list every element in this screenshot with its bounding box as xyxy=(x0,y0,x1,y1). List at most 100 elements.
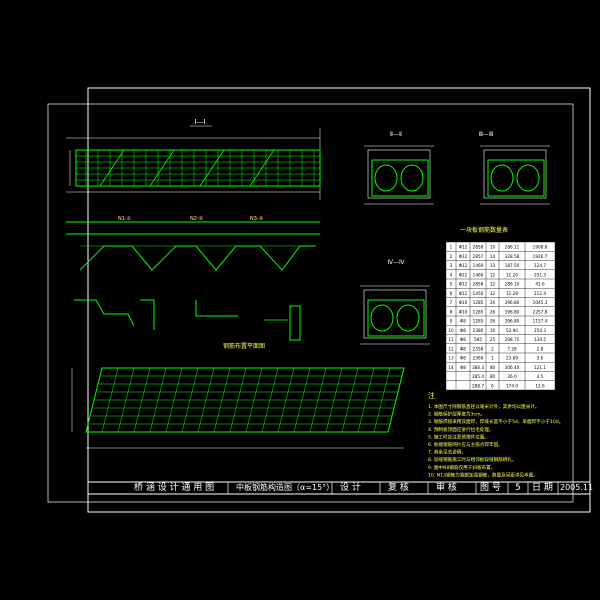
inner-frame xyxy=(47,103,574,503)
table-cell: Φ8 xyxy=(460,337,466,342)
table-cell: 286.10 xyxy=(505,282,520,287)
table-cell: Φ8 xyxy=(460,356,466,361)
title-date: 2005.11 xyxy=(560,483,594,492)
table-cell: 7 xyxy=(450,300,453,305)
table-cell: 7.28 xyxy=(507,346,517,351)
note-line: 4. 预制板顶面应进行拉毛处理。 xyxy=(428,426,494,433)
note-line: 9. 图中N8钢筋仅用于斜板布置。 xyxy=(428,464,495,471)
title-block xyxy=(88,481,590,495)
table-cell: 2 xyxy=(450,254,453,259)
title-drawing-no: 5 xyxy=(515,483,521,493)
elevation-title: Ⅰ—Ⅰ xyxy=(194,118,205,126)
table-cell: 286.11 xyxy=(505,245,520,250)
table-cell: 80 xyxy=(490,374,496,379)
table-cell: 26 xyxy=(490,309,496,314)
table-cell: Φ8 xyxy=(460,346,466,351)
table-cell: 2858 xyxy=(473,282,484,287)
table-cell: 2 xyxy=(491,346,494,351)
table-cell: 12.6 xyxy=(535,383,545,388)
table-cell: 1460 xyxy=(473,263,484,268)
table-cell: Φ12 xyxy=(459,291,468,296)
table-cell: 396.80 xyxy=(505,319,520,324)
table-cell: 396.80 xyxy=(505,309,520,314)
table-cell: 26 xyxy=(490,319,496,324)
table-cell: 12 xyxy=(490,282,496,287)
table-cell: 12 xyxy=(490,272,496,277)
note-line: 5. 施工时应注意预埋件位置。 xyxy=(428,433,489,440)
table-cell: Φ12 xyxy=(459,254,468,259)
table-cell: 187.50 xyxy=(505,263,520,268)
table-cell: 1285 xyxy=(473,300,484,305)
table-cell: Φ10 xyxy=(459,309,468,314)
table-cell: 6 xyxy=(450,291,453,296)
table-cell: 4.5 xyxy=(537,374,544,379)
table-cell: 10 xyxy=(490,245,496,250)
table-cell: 53.90 xyxy=(506,328,518,333)
note-line: 2. 钢筋保护层厚度为3cm。 xyxy=(428,411,485,418)
cross-section-a: Ⅱ—Ⅱ xyxy=(364,131,434,205)
table-cell: 1 xyxy=(450,245,453,250)
cross-section-c: Ⅳ—Ⅳ xyxy=(360,259,430,345)
table-cell: 2858 xyxy=(473,245,484,250)
table-cell: 10 xyxy=(490,328,496,333)
table-cell: 9 xyxy=(450,319,453,324)
table-cell: Φ8 xyxy=(460,319,466,324)
svg-text:N2-②: N2-② xyxy=(190,216,204,222)
table-cell: 285.4 xyxy=(472,374,484,379)
table-cell: 14 xyxy=(448,365,454,370)
table-cell: 25 xyxy=(490,337,496,342)
table-cell: Φ8 xyxy=(460,328,466,333)
table-cell: 112.4 xyxy=(534,291,546,296)
table-cell: Φ8 xyxy=(460,365,466,370)
table-cell: 208.75 xyxy=(505,337,520,342)
table-cell: 80 xyxy=(490,365,496,370)
svg-text:Ⅲ—Ⅲ: Ⅲ—Ⅲ xyxy=(479,131,493,138)
table-cell: 121.1 xyxy=(534,365,546,370)
table-cell: 14 xyxy=(490,254,496,259)
table-cell: 1 xyxy=(491,356,494,361)
plan-view: 钢筋布置平面图 xyxy=(71,342,405,449)
table-cell: 13 xyxy=(448,356,454,361)
note-line: 3. 钢筋焊接采用双面焊，焊缝长度不小于5d，单面焊不小于10d。 xyxy=(428,418,563,425)
notes-lines: 1. 本图尺寸除钢筋直径以毫米计外，其余均以厘米计。2. 钢筋保护层厚度为3cm… xyxy=(428,403,563,478)
table-cell: 10 xyxy=(448,328,454,333)
table-cell: 4 xyxy=(450,272,453,277)
table-title: 一块板钢筋数量表 xyxy=(460,226,508,234)
table-cell: 41.6 xyxy=(535,282,545,287)
plan-title: 钢筋布置平面图 xyxy=(223,342,265,350)
table-cell: 23.69 xyxy=(506,356,518,361)
table-cell: 11.20 xyxy=(506,272,518,277)
table-cell: 2358 xyxy=(473,346,484,351)
table-cell: 1285 xyxy=(473,309,484,314)
table-cell: 1157.4 xyxy=(533,319,548,324)
notes-heading: 注 xyxy=(428,391,435,400)
svg-text:Ⅳ—Ⅳ: Ⅳ—Ⅳ xyxy=(387,259,405,266)
table-cell: 328.58 xyxy=(505,254,520,259)
table-grid xyxy=(445,241,556,391)
cross-section-b: Ⅲ—Ⅲ xyxy=(479,131,550,205)
note-line: 7. 其余见总说明。 xyxy=(428,449,466,456)
table-cell: 26.0 xyxy=(507,374,517,379)
note-line: 1. 本图尺寸除钢筋直径以毫米计外，其余均以厘米计。 xyxy=(428,403,540,410)
table-cell: 1045.3 xyxy=(533,300,548,305)
table-cell: Φ12 xyxy=(459,263,468,268)
table-cell: 1285 xyxy=(473,319,484,324)
table-cell: 386.4 xyxy=(472,365,484,370)
note-line: 10. N13钢筋为端部加强钢筋，数量及间距详见本图。 xyxy=(428,471,538,478)
svg-text:Ⅱ—Ⅱ: Ⅱ—Ⅱ xyxy=(390,131,402,138)
table-cell: 254.3 xyxy=(534,328,546,333)
table-cell: 8 xyxy=(450,309,453,314)
svg-text:N1-①: N1-① xyxy=(118,216,132,222)
title-design: 设 计 xyxy=(340,483,361,493)
table-cell: 585 xyxy=(474,337,482,342)
table-cell: 2857 xyxy=(473,254,484,259)
table-cell: 396.80 xyxy=(505,300,520,305)
elevation-view: Ⅰ—Ⅰ xyxy=(66,118,321,200)
table-cell: 306.40 xyxy=(505,365,520,370)
table-cell: 134.5 xyxy=(534,337,546,342)
svg-text:N3-③: N3-③ xyxy=(250,216,263,222)
table-cell: 5 xyxy=(450,282,453,287)
rebar-details: N1-① N2-② N3-③ xyxy=(66,216,320,341)
table-cell: 3.6 xyxy=(537,356,544,361)
